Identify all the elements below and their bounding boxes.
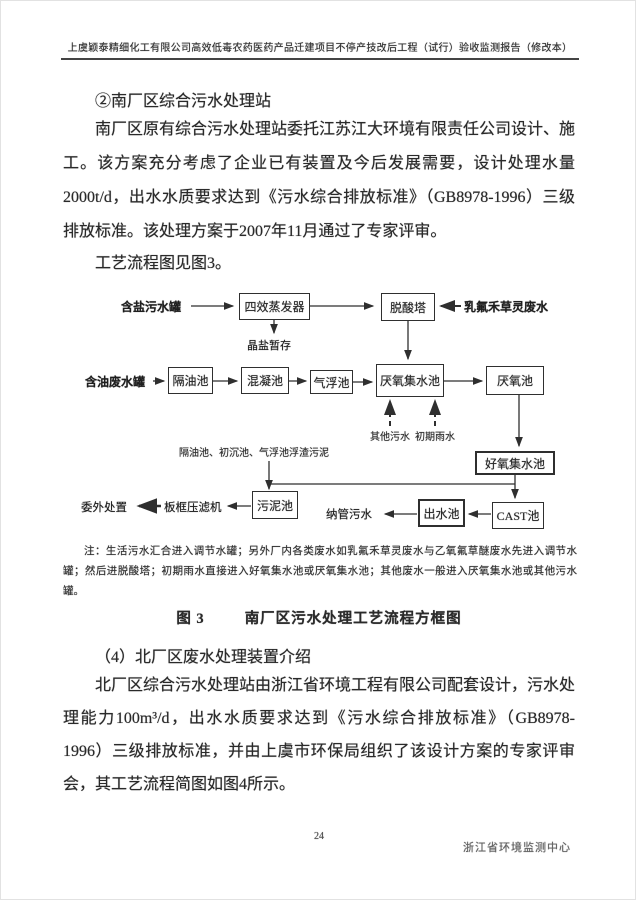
- north-section-heading: （4）北厂区废水处理装置介绍: [95, 649, 312, 666]
- south-section-body: 南厂区原有综合污水处理站委托江苏江大环境有限责任公司设计、施工。该方案充分考虑了…: [63, 121, 576, 240]
- page-header-title: 上虞颖泰精细化工有限公司高效低毒农药医药产品迁建项目不停产技改后工程（试行）验收…: [61, 39, 579, 60]
- flow-ref-paragraph: 工艺流程图见图3。: [95, 255, 232, 272]
- node-aerobic-collect-tank: 好氧集水池: [475, 451, 555, 475]
- label-filter-press: 板框压滤机: [164, 502, 222, 514]
- node-air-flotation-tank: 气浮池: [310, 370, 353, 394]
- south-section-heading: ②南厂区综合污水处理站: [95, 93, 272, 110]
- figure-caption: 图 3 南厂区污水处理工艺流程方框图: [1, 607, 635, 628]
- node-coagulation-tank: 混凝池: [241, 367, 289, 394]
- label-oily-water-tank: 含油废水罐: [85, 375, 146, 389]
- process-flow-diagram: 含盐污水罐 四效蒸发器 晶盐暂存 脱酸塔 乳氟禾草灵废水 含油废水罐 隔油池 混…: [1, 289, 635, 539]
- label-initial-rainwater: 初期雨水: [415, 432, 455, 443]
- label-pipe-discharge: 纳管污水: [326, 509, 372, 521]
- label-salt-water-tank: 含盐污水罐: [121, 300, 182, 314]
- node-sludge-tank: 污泥池: [252, 491, 298, 519]
- footer-organization: 浙江省环境监测中心: [463, 842, 571, 854]
- label-sludge-sources: 隔油池、初沉池、气浮池浮渣污泥: [179, 448, 329, 459]
- node-evaporator: 四效蒸发器: [239, 293, 310, 320]
- node-cast-tank: CAST池: [492, 502, 544, 529]
- page-number: 24: [314, 831, 324, 842]
- figure-note: 注：生活污水汇合进入调节水罐；另外厂内各类废水如乳氟禾草灵废水与乙氧氟草醚废水先…: [63, 546, 577, 597]
- node-anaerobic-collect-tank: 厌氧集水池: [376, 364, 444, 397]
- node-outlet-tank: 出水池: [418, 499, 465, 527]
- label-outsourced-disposal: 委外处置: [81, 502, 127, 514]
- label-crystal-storage: 晶盐暂存: [247, 340, 291, 352]
- label-other-wastewater: 其他污水: [370, 432, 410, 443]
- figure-caption-number: 图 3: [176, 611, 205, 627]
- north-section-body: 北厂区综合污水处理站由浙江省环境工程有限公司配套设计，污水处理能力100m³/d…: [63, 677, 576, 793]
- node-deacid-tower: 脱酸塔: [381, 293, 435, 321]
- node-oil-separator: 隔油池: [168, 367, 213, 394]
- flow-arrows: [136, 300, 523, 518]
- figure-caption-title: 南厂区污水处理工艺流程方框图: [244, 611, 462, 627]
- label-lactofen-wastewater: 乳氟禾草灵废水: [464, 300, 549, 314]
- node-anaerobic-tank: 厌氧池: [486, 366, 544, 395]
